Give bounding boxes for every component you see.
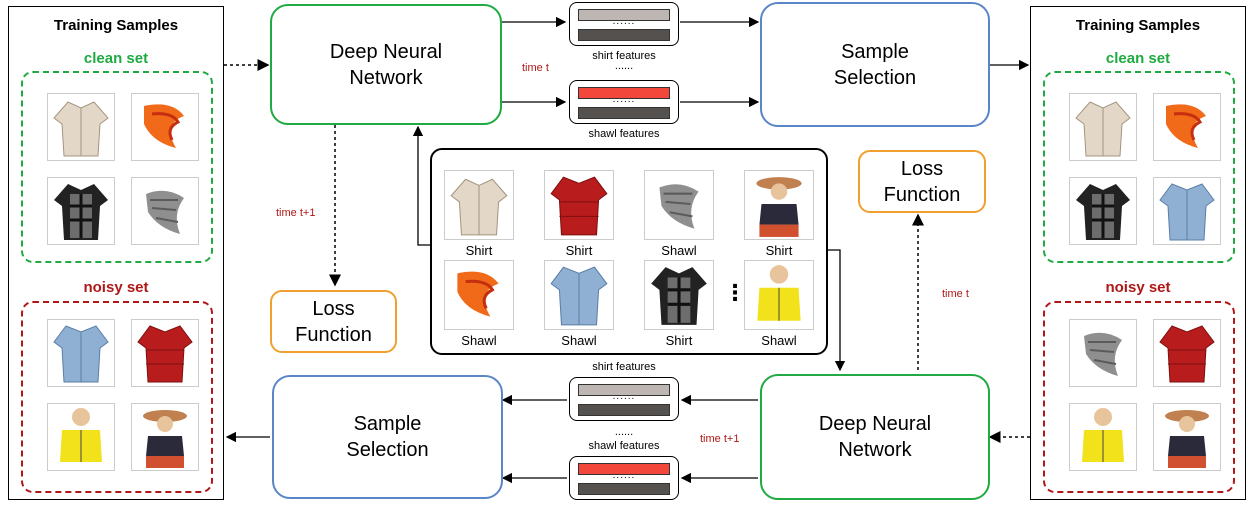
shawl-icon bbox=[644, 170, 714, 240]
center-sample-grid: Shirt Shirt Shawl Shirt Shawl Shawl Shir… bbox=[430, 148, 828, 355]
grid-item-label: Shawl bbox=[461, 333, 497, 348]
noisy-set-box bbox=[1043, 301, 1235, 493]
shirt-icon bbox=[47, 93, 115, 161]
panel-title: Training Samples bbox=[53, 17, 179, 34]
jacket-icon bbox=[544, 170, 614, 240]
shawl-icon bbox=[1153, 93, 1221, 161]
bottom-features-ellipsis: ...... bbox=[614, 426, 634, 438]
jacket-icon bbox=[1153, 177, 1221, 245]
feature-bar bbox=[578, 29, 670, 41]
noisy-set-box bbox=[21, 301, 213, 493]
bottom-shawl-features-label: shawl features bbox=[588, 440, 660, 452]
jacket-icon bbox=[1153, 319, 1221, 387]
plaid-shirt-icon bbox=[47, 177, 115, 245]
grid-ellipsis: ⋮ bbox=[724, 280, 746, 305]
time-label-bottom: time t+1 bbox=[700, 433, 740, 445]
bottom-sample-selection: Sample Selection bbox=[272, 375, 503, 499]
feature-dots: ...... bbox=[612, 94, 636, 105]
grid-item-label: Shirt bbox=[665, 333, 693, 348]
top-features-ellipsis: ...... bbox=[614, 60, 634, 72]
bottom-shawl-feature-box: ...... bbox=[569, 456, 679, 500]
clean-set-box bbox=[21, 71, 213, 263]
grid-item-label: Shawl bbox=[661, 243, 697, 258]
grid-item: Shawl bbox=[434, 260, 524, 348]
bottom-shirt-features-label: shirt features bbox=[592, 361, 656, 373]
plaid-shirt-icon bbox=[644, 260, 714, 330]
shawl-icon bbox=[131, 177, 199, 245]
feature-dots: ...... bbox=[612, 16, 636, 27]
top-sample-selection: Sample Selection bbox=[760, 2, 990, 127]
clean-set-label: clean set bbox=[83, 50, 149, 67]
feature-bar bbox=[578, 107, 670, 119]
bottom-deep-neural-network: Deep Neural Network bbox=[760, 374, 990, 500]
feature-bar bbox=[578, 483, 670, 495]
grid-item: Shawl bbox=[534, 260, 624, 348]
yellow-jacket-icon bbox=[744, 260, 814, 330]
time-label-left: time t+1 bbox=[276, 207, 316, 219]
top-shawl-feature-box: ...... bbox=[569, 80, 679, 124]
hat-person-icon bbox=[744, 170, 814, 240]
top-deep-neural-network: Deep Neural Network bbox=[270, 4, 502, 125]
grid-item: Shirt bbox=[634, 260, 724, 348]
feature-bar bbox=[578, 463, 670, 475]
arrow-center-to-bottom-dnn bbox=[828, 249, 846, 372]
time-label-right: time t bbox=[942, 288, 969, 300]
shirt-icon bbox=[444, 170, 514, 240]
grid-item-label: Shirt bbox=[465, 243, 493, 258]
feature-bar bbox=[578, 384, 670, 396]
left-training-samples-panel: Training Samples clean set noisy set bbox=[8, 6, 224, 500]
feature-bar bbox=[578, 87, 670, 99]
jacket-icon bbox=[131, 319, 199, 387]
yellow-jacket-icon bbox=[47, 403, 115, 471]
clean-set-label: clean set bbox=[1105, 50, 1171, 67]
grid-item: Shawl bbox=[634, 170, 724, 258]
panel-title: Training Samples bbox=[1075, 17, 1201, 34]
yellow-jacket-icon bbox=[1069, 403, 1137, 471]
jacket-icon bbox=[544, 260, 614, 330]
top-shirt-features-label: shirt features bbox=[592, 50, 656, 62]
right-training-samples-panel: Training Samples clean set noisy set bbox=[1030, 6, 1246, 500]
shawl-icon bbox=[131, 93, 199, 161]
time-label-top: time t bbox=[522, 62, 549, 74]
noisy-set-label: noisy set bbox=[83, 279, 149, 296]
arrow-center-to-dnn bbox=[412, 125, 430, 246]
shawl-icon bbox=[1069, 319, 1137, 387]
top-shirt-feature-box: ...... bbox=[569, 2, 679, 46]
grid-item: Shirt bbox=[534, 170, 624, 258]
grid-item-label: Shawl bbox=[761, 333, 797, 348]
noisy-set-label: noisy set bbox=[1105, 279, 1171, 296]
feature-bar bbox=[578, 9, 670, 21]
hat-person-icon bbox=[1153, 403, 1221, 471]
grid-item-label: Shirt bbox=[565, 243, 593, 258]
right-loss-function: Loss Function bbox=[858, 150, 986, 213]
top-shawl-features-label: shawl features bbox=[588, 128, 660, 140]
clean-set-box bbox=[1043, 71, 1235, 263]
feature-bar bbox=[578, 404, 670, 416]
grid-item-label: Shirt bbox=[765, 243, 793, 258]
shirt-icon bbox=[1069, 93, 1137, 161]
bottom-shirt-feature-box: ...... bbox=[569, 377, 679, 421]
grid-item: Shirt bbox=[734, 170, 824, 258]
grid-item: Shawl bbox=[734, 260, 824, 348]
plaid-shirt-icon bbox=[1069, 177, 1137, 245]
grid-item-label: Shawl bbox=[561, 333, 597, 348]
feature-dots: ...... bbox=[612, 391, 636, 402]
feature-dots: ...... bbox=[612, 470, 636, 481]
hat-person-icon bbox=[131, 403, 199, 471]
shawl-icon bbox=[444, 260, 514, 330]
grid-item: Shirt bbox=[434, 170, 524, 258]
left-loss-function: Loss Function bbox=[270, 290, 397, 353]
jacket-icon bbox=[47, 319, 115, 387]
